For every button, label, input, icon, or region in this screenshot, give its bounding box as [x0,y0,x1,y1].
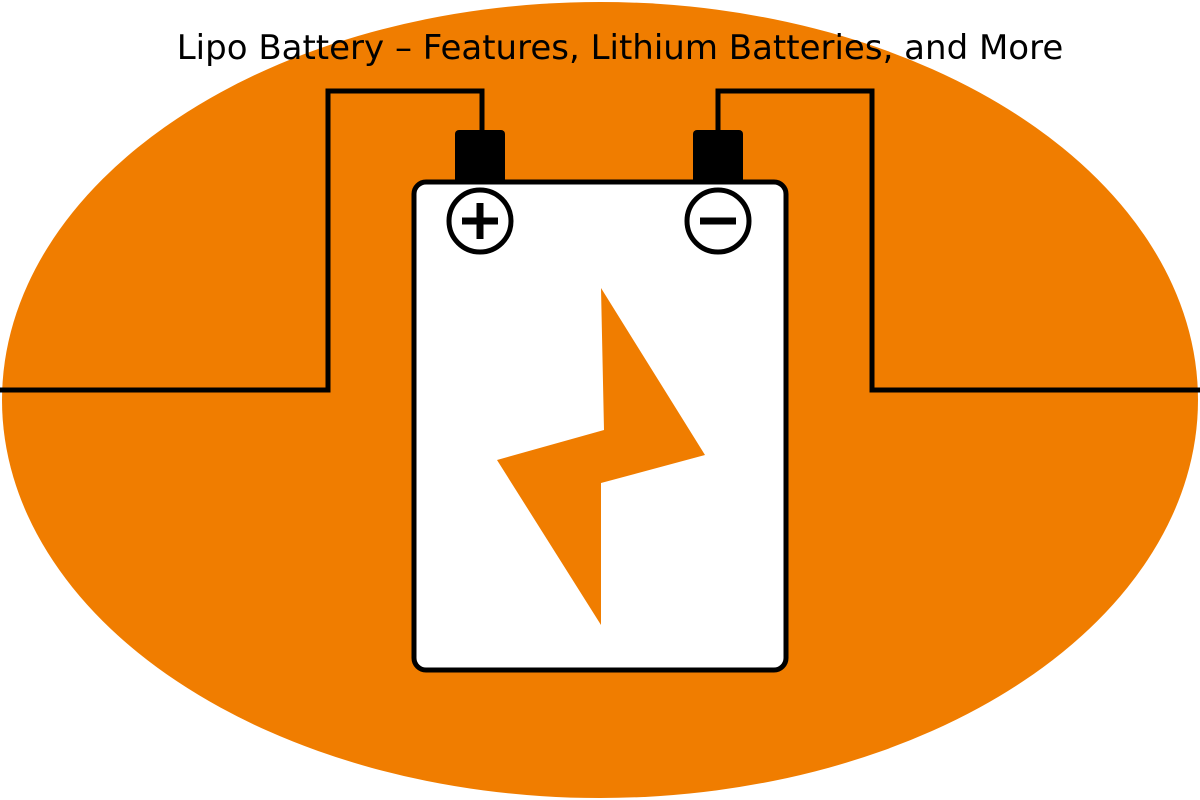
minus-circle-icon [684,187,752,255]
page-title: Lipo Battery – Features, Lithium Batteri… [176,28,1064,68]
lightning-bolt-icon [497,288,705,625]
negative-terminal-post [693,130,743,185]
battery-body [411,179,789,673]
positive-wire [0,88,485,393]
negative-wire [715,88,1200,393]
plus-circle-icon [446,187,514,255]
positive-terminal-post [455,130,505,185]
